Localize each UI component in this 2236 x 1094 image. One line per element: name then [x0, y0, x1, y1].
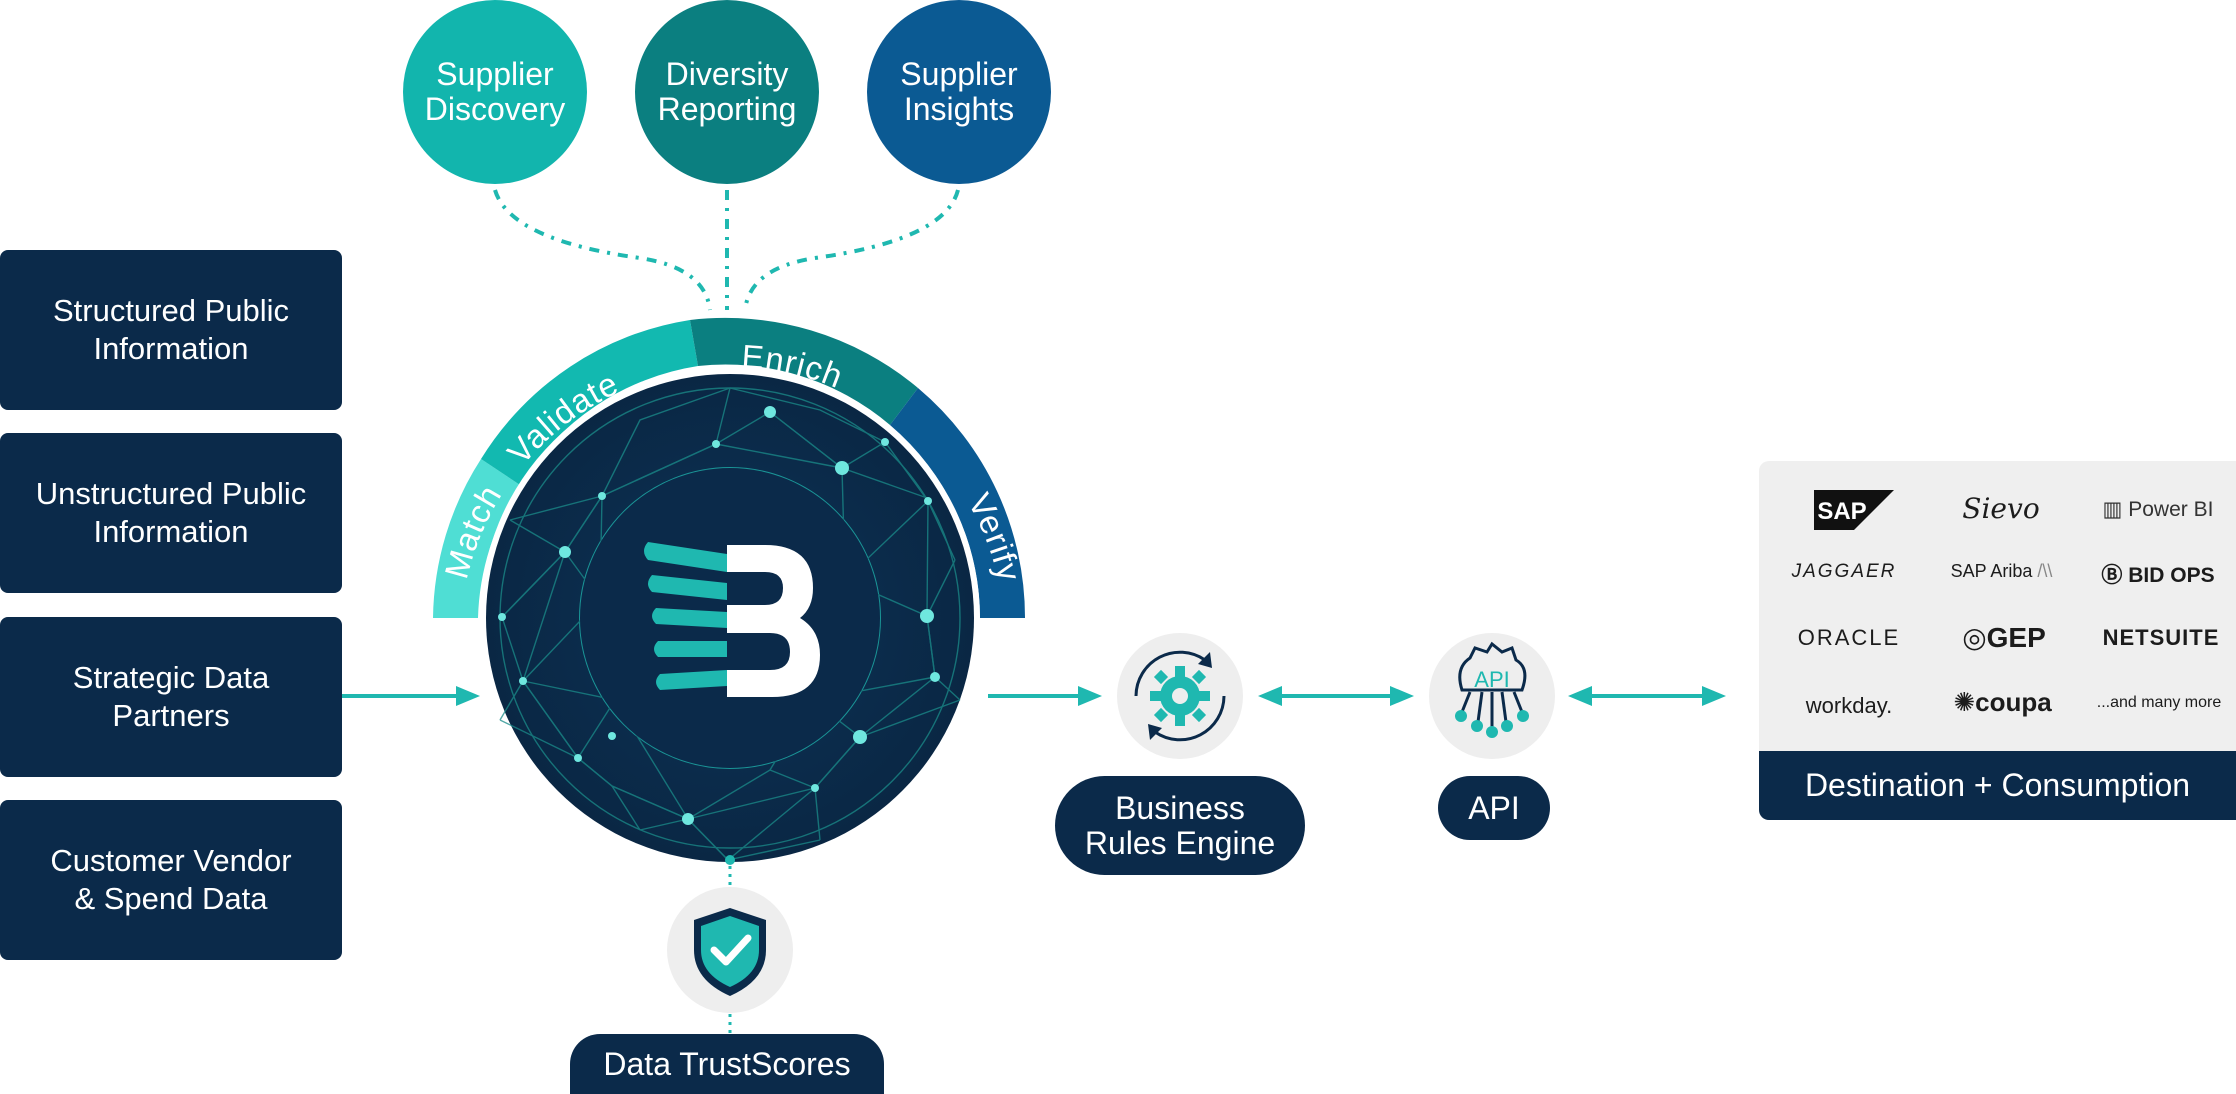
bidops-b-icon: Ⓑ	[2101, 564, 2129, 587]
many-more-text: ...and many more	[2096, 694, 2222, 711]
globe-nodes	[498, 406, 940, 825]
brand-logo-icon	[580, 468, 880, 768]
source-strategic-partners-line1: Strategic Data	[72, 660, 270, 695]
output-diversity-reporting-line1: Diversity	[665, 56, 789, 92]
output-supplier-discovery-line2: Discovery	[424, 91, 566, 127]
globe-to-rules-arrow	[988, 686, 1102, 706]
output-supplier-discovery-line1: Supplier	[436, 56, 554, 92]
ring-segment-verify	[890, 388, 1026, 618]
rules-engine-line1: Business	[1115, 789, 1245, 826]
output-diversity-reporting: Diversity Reporting	[635, 0, 819, 184]
output-connectors	[493, 189, 960, 311]
api-icon-text: API	[1474, 667, 1509, 692]
coupa-burst-icon: ✺	[1953, 687, 1976, 717]
source-customer-vendor: Customer Vendor& Spend Data	[0, 800, 342, 960]
source-structured-public-line2: Information	[93, 331, 249, 366]
output-supplier-discovery: Supplier Discovery	[403, 0, 587, 184]
sap-ariba-logo: SAP Ariba /\\	[1939, 561, 2064, 582]
powerbi-chart-icon: ▥	[2102, 498, 2129, 521]
input-arrow	[342, 686, 480, 706]
sap-ariba-logo-text: SAP Ariba	[1950, 561, 2033, 581]
sap-logo: SAP	[1809, 490, 1899, 530]
jaggaer-logo: JAGGAER	[1791, 561, 1897, 582]
sievo-logo: Sievo	[1962, 492, 2040, 525]
gear-cycle-icon	[1117, 633, 1243, 759]
ring-segment-match	[433, 459, 520, 618]
rules-engine-line2: Rules Engine	[1084, 824, 1276, 861]
output-supplier-insights-line2: Insights	[903, 91, 1015, 127]
workday-logo: workday.	[1805, 693, 1893, 718]
rules-engine-pill: Business Rules Engine	[1055, 776, 1305, 875]
sap-logo-text: SAP	[1817, 498, 1866, 525]
ariba-mark-icon: /\\	[2032, 561, 2053, 581]
oracle-logo: ORACLE	[1797, 625, 1901, 650]
api-icon: API	[1429, 633, 1555, 759]
ring-segment-enrich	[690, 317, 918, 425]
destination-panel: SAP Sievo ▥ Power BI JAGGAER SAP Ariba /…	[1759, 461, 2236, 820]
source-unstructured-public-line2: Information	[93, 514, 249, 549]
output-supplier-insights-line1: Supplier	[900, 56, 1018, 92]
trust-connector	[725, 855, 735, 1034]
shield-check-icon	[667, 887, 793, 1013]
bidops-logo-text: BID OPS	[2128, 564, 2215, 587]
source-strategic-partners-line2: Partners	[112, 698, 230, 733]
coupa-logo-text: coupa	[1975, 687, 2052, 717]
ring-segment-validate	[481, 320, 698, 485]
destination-footer: Destination + Consumption	[1759, 751, 2236, 820]
trust-scores-pill: Data TrustScores	[570, 1034, 884, 1094]
gep-logo: ◎GEP	[1949, 621, 2059, 654]
source-structured-public-line1: Structured Public	[52, 293, 290, 328]
netsuite-logo: NETSUITE	[2102, 625, 2220, 650]
source-customer-vendor-line1: Customer Vendor	[50, 843, 292, 878]
output-diversity-reporting-line2: Reporting	[657, 91, 797, 127]
api-pill: API	[1438, 776, 1550, 840]
gep-swirl-icon: ◎	[1962, 622, 1987, 653]
api-destination-arrow	[1568, 686, 1726, 706]
powerbi-logo-text: Power BI	[2128, 498, 2214, 521]
gep-logo-text: GEP	[1986, 622, 2046, 653]
rules-api-arrow	[1258, 686, 1414, 706]
coupa-logo: ✺coupa	[1945, 687, 2060, 718]
output-supplier-insights: Supplier Insights	[867, 0, 1051, 184]
source-unstructured-public-line1: Unstructured Public	[35, 476, 307, 511]
powerbi-logo: ▥ Power BI	[2093, 497, 2223, 522]
source-customer-vendor-line2: & Spend Data	[74, 881, 268, 916]
bidops-logo: Ⓑ BID OPS	[2093, 559, 2223, 589]
globe	[480, 368, 980, 868]
